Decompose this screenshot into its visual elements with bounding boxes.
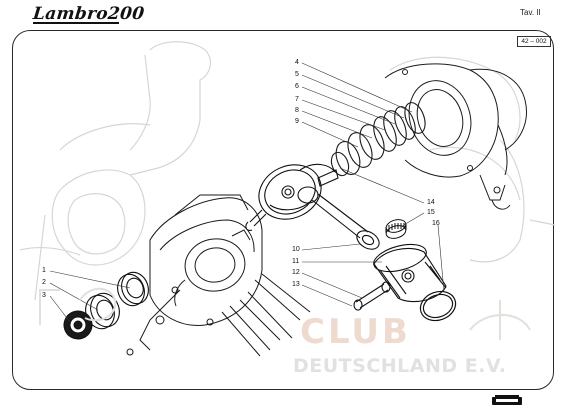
lambretta-watermark	[39, 287, 531, 340]
watermark-deutschland: DEUTSCHLAND E.V.	[293, 355, 507, 377]
crankcase	[126, 194, 311, 357]
connecting-rod	[297, 186, 380, 250]
piston-ring	[419, 290, 457, 322]
callout-5: 5	[295, 71, 299, 78]
callout-2: 2	[42, 279, 46, 286]
callout-8: 8	[295, 107, 299, 114]
drawing-frame	[12, 30, 554, 390]
piston-pin	[353, 281, 391, 311]
maker-badge-icon	[492, 395, 522, 405]
rear-cover-housing	[384, 63, 527, 210]
needle-bearing	[385, 219, 407, 239]
seal-stack	[330, 102, 426, 177]
callout-7: 7	[295, 96, 299, 103]
plate-number: Tav. II	[520, 8, 541, 17]
bearing-1	[117, 271, 149, 307]
piston	[373, 243, 447, 303]
callout-1: 1	[42, 267, 46, 274]
drawing-code: 42 – 002	[517, 36, 551, 47]
callout-11: 11	[292, 258, 300, 265]
callout-3: 3	[42, 292, 46, 299]
callout-6: 6	[295, 83, 299, 90]
logo-underline	[33, 22, 119, 24]
callout-15: 15	[427, 209, 435, 216]
callout-9: 9	[295, 118, 299, 125]
bearing-2	[85, 292, 120, 330]
callout-13: 13	[292, 281, 300, 288]
oil-seal-3	[63, 310, 93, 340]
callout-4: 4	[295, 59, 299, 66]
leader-lines	[49, 62, 445, 323]
callout-16: 16	[432, 220, 440, 227]
callout-10: 10	[292, 246, 300, 253]
watermark-club: CLUB	[300, 312, 411, 352]
callout-14: 14	[427, 199, 435, 206]
callout-12: 12	[292, 269, 300, 276]
